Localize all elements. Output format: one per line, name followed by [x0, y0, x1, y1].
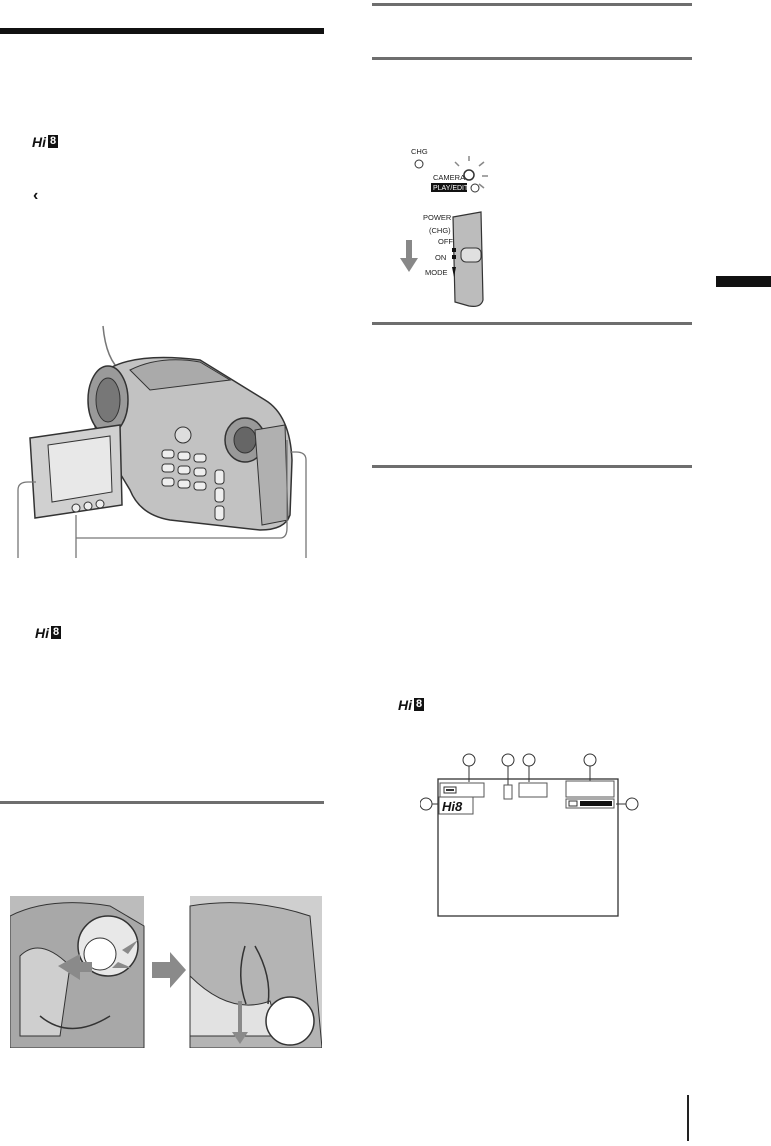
arrow-right-icon — [152, 952, 186, 988]
display-hi8-text: Hi8 — [442, 799, 463, 814]
off-label: OFF — [438, 237, 453, 246]
on-label: ON — [435, 253, 446, 262]
step-rule-4 — [372, 465, 692, 468]
step-rule-left — [0, 801, 324, 804]
power-label: POWER — [423, 213, 452, 222]
lens-cap-illustration — [10, 896, 322, 1048]
step-rule-3 — [372, 322, 692, 325]
camera-label: CAMERA — [433, 173, 465, 182]
chg-label: CHG — [411, 147, 428, 156]
camcorder-illustration — [17, 325, 307, 558]
tape-symbol: ‹ — [33, 187, 39, 204]
play-edit-label: PLAY/EDIT — [433, 185, 469, 192]
chapter-tab — [716, 276, 771, 287]
mode-label: MODE — [425, 268, 448, 277]
arrow-down-icon — [406, 240, 412, 260]
power-switch-illustration: CHG CAMERA PLAY/EDIT POWER (CHG) OFF ON … — [400, 147, 488, 307]
step-rule-2 — [372, 57, 692, 60]
page-margin-bar — [687, 1095, 689, 1141]
step-rule-1 — [372, 3, 692, 6]
lcd-display-diagram: Hi8 — [420, 753, 639, 917]
chg-paren-label: (CHG) — [429, 226, 451, 235]
section-top-rule — [0, 28, 324, 34]
